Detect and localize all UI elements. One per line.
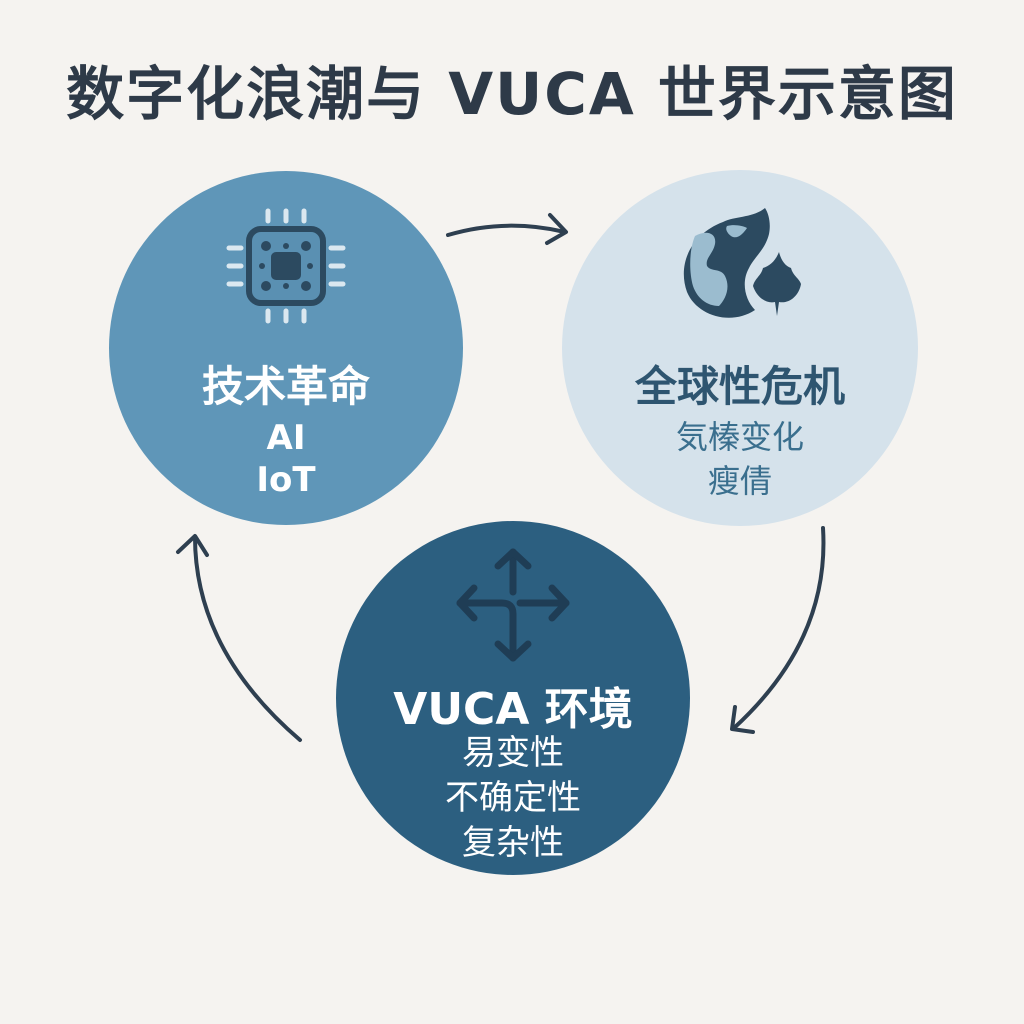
node-heading: 技术革命 — [201, 362, 370, 411]
arrow-vuca-to-tech — [176, 534, 302, 742]
node-items: 易变性 不确定性 复杂性 — [336, 731, 690, 866]
node-heading: VUCA 环境 — [393, 684, 633, 735]
node-heading: 全球性危机 — [634, 362, 845, 411]
node-item: 不确定性 — [445, 778, 581, 818]
node-items: AI IoT — [109, 417, 463, 501]
globe-leaf-icon — [683, 208, 801, 318]
arrow-crisis-to-vuca — [730, 526, 826, 734]
node-item: 気榛变化 — [675, 418, 804, 456]
node-item: 复杂性 — [462, 823, 564, 863]
arrow-tech-to-crisis — [446, 213, 568, 245]
node-vuca-environment: VUCA 环境 易变性 不确定性 复杂性 — [336, 521, 690, 875]
node-item: 瘦倩 — [707, 462, 772, 500]
node-global-crisis: 全球性危机 気榛变化 瘦倩 — [562, 170, 918, 526]
chip-icon — [226, 208, 346, 324]
node-item: AI — [266, 418, 306, 458]
diagram-title: 数字化浪潮与 VUCA 世界示意图 — [66, 60, 958, 128]
node-tech-revolution: 技术革命 AI IoT — [109, 171, 463, 525]
four-way-arrows-icon — [456, 548, 570, 662]
node-items: 気榛变化 瘦倩 — [562, 415, 918, 503]
node-item: 易变性 — [462, 733, 564, 773]
node-item: IoT — [256, 460, 316, 500]
